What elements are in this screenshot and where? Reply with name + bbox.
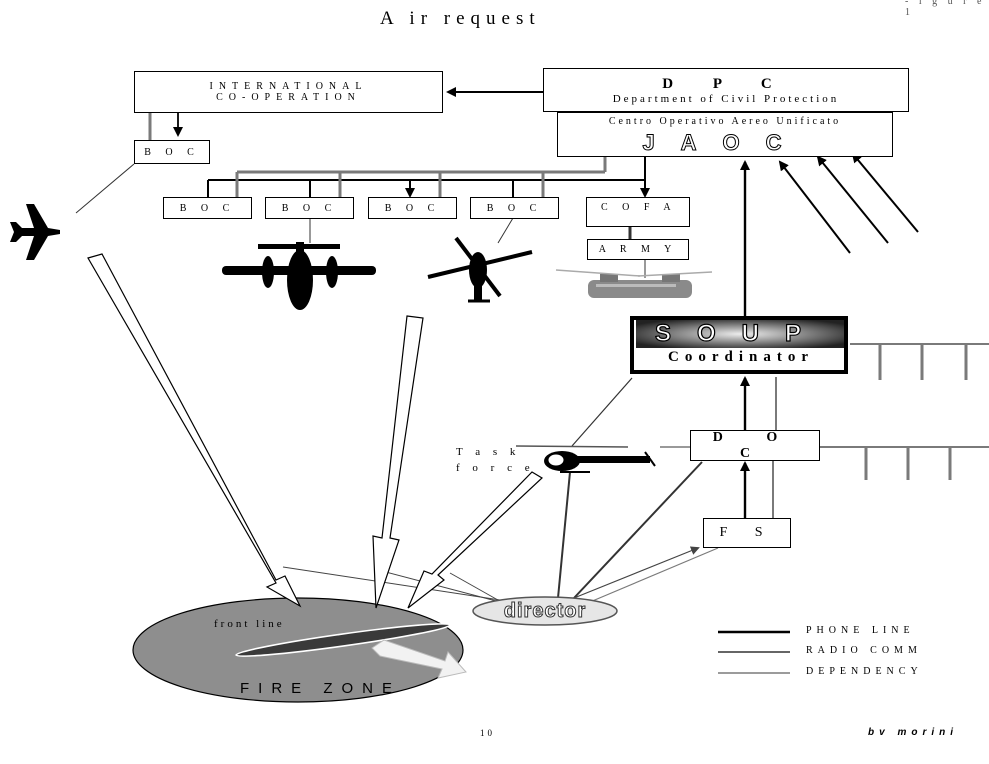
dpc-acronym: D P C <box>662 76 790 93</box>
jaoc-logo: JAOC <box>616 131 834 155</box>
cofa-node: C O F A <box>586 197 690 227</box>
director-badge: director <box>474 598 616 624</box>
soup-logo: SOUP <box>636 320 846 348</box>
international-line-2: CO-OPERATION <box>216 92 361 103</box>
boc-node-4: B O C <box>470 197 559 219</box>
air-drop-arrow-1 <box>88 254 300 606</box>
international-line-1: INTERNATIONAL <box>210 81 368 92</box>
chinook-helicopter-icon <box>556 270 712 298</box>
dpc-node: D P C Department of Civil Protection <box>543 68 909 112</box>
fs-node: F S <box>703 518 791 548</box>
coau-label: Centro Operativo Aereo Unificato <box>609 116 841 127</box>
legend-label-radio: RADIO COMM <box>806 645 922 656</box>
task-force-line-1: T a s k <box>456 444 535 460</box>
boc-node-3: B O C <box>368 197 457 219</box>
page-title: A ir request <box>380 8 541 30</box>
dpc-full-name: Department of Civil Protection <box>613 93 840 105</box>
legend-label-phone: PHONE LINE <box>806 625 915 636</box>
doc-node: D O C <box>690 430 820 461</box>
task-force-helicopter-icon <box>516 446 655 472</box>
international-cooperation-node: INTERNATIONAL CO-OPERATION <box>134 71 443 113</box>
canadair-plane-icon <box>222 242 376 310</box>
legend-label-dependency: DEPENDENCY <box>806 666 923 677</box>
air-drop-arrow-2 <box>373 316 423 608</box>
front-line-label: front line <box>214 618 285 630</box>
page-number: 10 <box>480 728 495 738</box>
army-node: A R M Y <box>587 239 689 260</box>
attack-helicopter-icon <box>428 238 532 301</box>
boc-node-1: B O C <box>163 197 252 219</box>
coordinator-label: Coordinator <box>636 349 846 366</box>
task-force-line-2: f o r c e <box>456 460 535 476</box>
fire-zone-label: FIRE ZONE <box>240 680 401 697</box>
boc-node-2: B O C <box>265 197 354 219</box>
author-credit: bv morini <box>868 727 958 738</box>
figure-label: - i g u r e 1 <box>905 0 989 18</box>
boc-international-node: B O C <box>134 140 210 164</box>
task-force-label: T a s k f o r c e <box>456 444 535 476</box>
jet-airplane-icon <box>10 204 60 260</box>
